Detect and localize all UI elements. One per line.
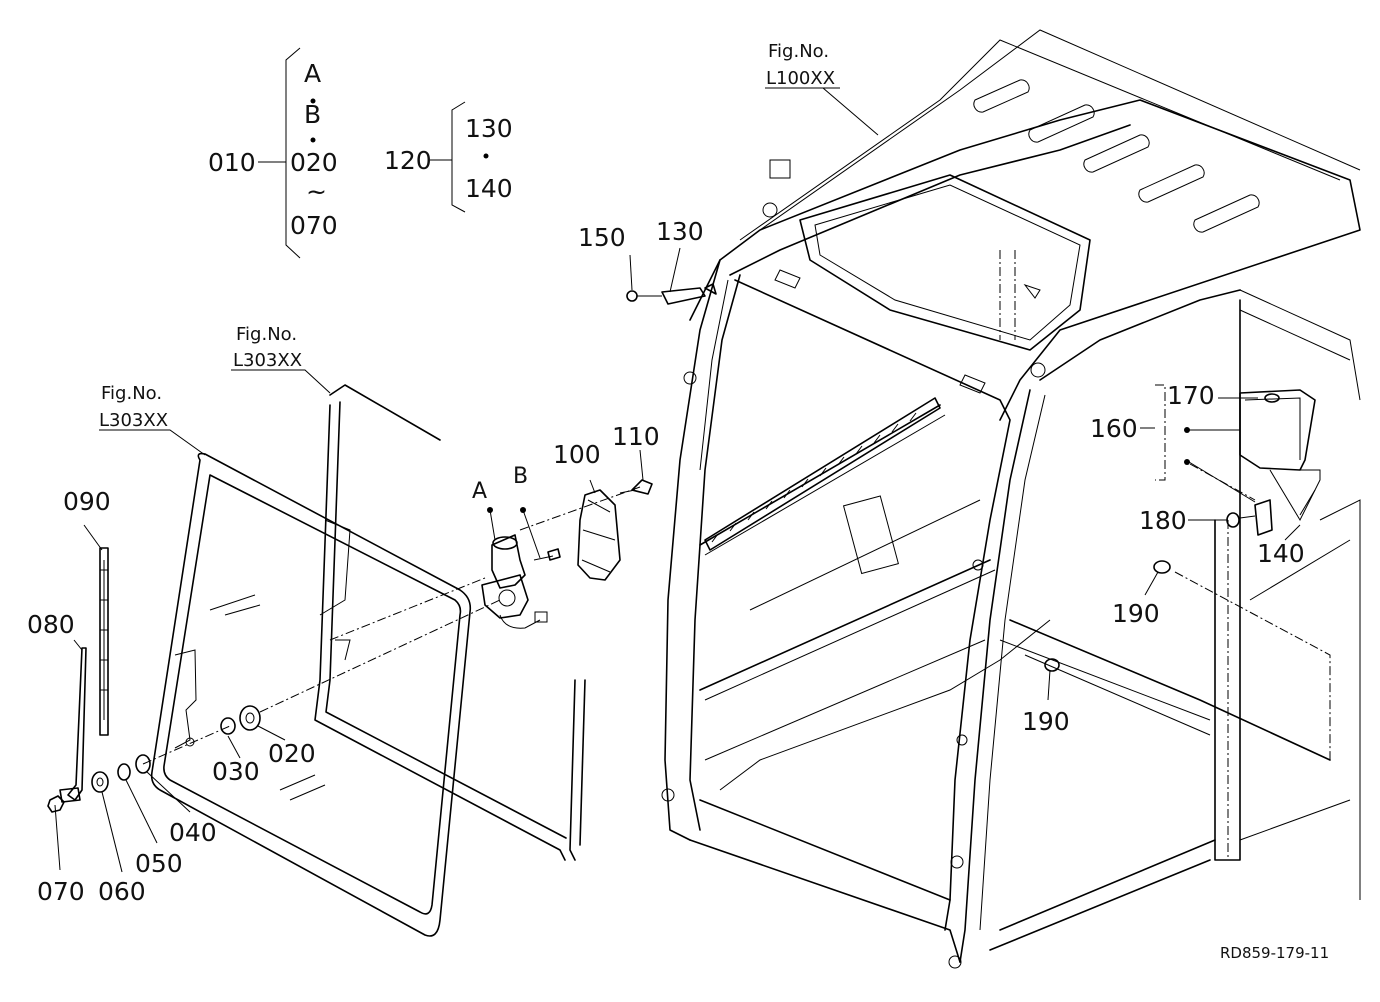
motor-cover: [577, 489, 621, 581]
bolt-180: [1226, 512, 1256, 528]
dot-legend-a: [310, 98, 316, 104]
legend-bracket-120: [451, 101, 466, 213]
part-label-080: 080: [27, 610, 75, 639]
wiper-arm: [59, 647, 87, 803]
bolt-110: [619, 479, 653, 495]
dot-legend-b: [310, 137, 316, 143]
front-glass: [150, 452, 472, 937]
motor-pin-b: B: [513, 464, 528, 489]
bracket-140: [1254, 499, 1273, 536]
dot-pin-a: [487, 507, 493, 513]
leader-lines: [54, 87, 1301, 873]
part-label-020: 020: [268, 739, 316, 768]
dot-pin-b: [520, 507, 526, 513]
part-label-030: 030: [212, 757, 260, 786]
part-label-050: 050: [135, 849, 183, 878]
part-label-160: 160: [1090, 414, 1138, 443]
fig-ref-glass-number: L303XX: [99, 410, 168, 431]
wiper-blade: [99, 547, 109, 736]
washers-nuts: [47, 705, 261, 813]
part-label-040: 040: [169, 818, 217, 847]
assembly-lines: [142, 384, 1331, 765]
part-label-100: 100: [553, 440, 601, 469]
fig-ref-cab-number: L100XX: [766, 68, 835, 89]
fig-ref-glass-label: Fig.No.: [101, 383, 162, 404]
wiper-motor: [481, 534, 561, 629]
part-label-070: 070: [37, 877, 85, 906]
legend-010-parent: 010: [208, 148, 256, 177]
part-label-110: 110: [612, 422, 660, 451]
legend-010-b: B: [304, 100, 321, 129]
motor-pin-a: A: [472, 479, 487, 504]
legend-010-first: 020: [290, 148, 338, 177]
cab-frame: [661, 29, 1361, 969]
legend-120-first: 130: [465, 114, 513, 143]
fig-ref-frame-label: Fig.No.: [236, 324, 297, 345]
part-label-090: 090: [63, 487, 111, 516]
legend-bracket-010: [285, 47, 301, 259]
part-label-150: 150: [578, 223, 626, 252]
legend-010-a: A: [304, 59, 321, 88]
grommet-190: [1044, 560, 1171, 672]
part-label-190-upper: 190: [1112, 599, 1160, 628]
legend-010-last: 070: [290, 211, 338, 240]
roof-slots: [973, 79, 1260, 233]
wiper-rail: [704, 397, 941, 551]
fig-ref-frame-number: L303XX: [233, 350, 302, 371]
fig-ref-cab-label: Fig.No.: [768, 41, 829, 62]
washer-tank: [1239, 389, 1321, 522]
dot-170: [1184, 427, 1190, 433]
clip-130: [661, 283, 717, 305]
part-label-060: 060: [98, 877, 146, 906]
part-label-170: 170: [1167, 381, 1215, 410]
legend-120-last: 140: [465, 174, 513, 203]
part-label-140: 140: [1257, 539, 1305, 568]
part-label-130: 130: [656, 217, 704, 246]
bolt-150: [626, 290, 662, 302]
legend-010-tilde: ~: [306, 177, 327, 206]
part-label-190-lower: 190: [1022, 707, 1070, 736]
dot-160: [1184, 459, 1190, 465]
front-frame: [314, 384, 586, 861]
dot-legend-120: [483, 153, 489, 159]
part-label-180: 180: [1139, 506, 1187, 535]
legend-120-parent: 120: [384, 146, 432, 175]
diagram-code: RD859-179-11: [1220, 944, 1329, 962]
